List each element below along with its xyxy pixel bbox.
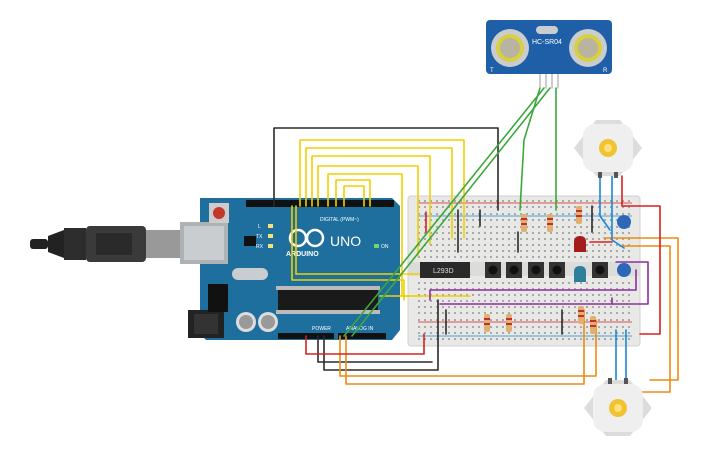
wire-yellow-7[interactable]: [343, 185, 365, 207]
wire-yellow-3[interactable]: [311, 155, 431, 245]
sensor-t-label: T: [490, 68, 494, 74]
wire-orange-2[interactable]: [339, 319, 597, 377]
wire-yellow-9[interactable]: [295, 205, 471, 275]
wire-green-trig[interactable]: [343, 87, 545, 337]
on-label: ON: [381, 244, 389, 250]
led-icon[interactable]: [574, 266, 586, 282]
resistor-5[interactable]: [506, 314, 512, 332]
dc-motor-icon[interactable]: [574, 120, 642, 178]
hc-sr04-sensor[interactable]: HC-SR04 T R: [486, 20, 612, 74]
pushbutton-icon[interactable]: [506, 262, 522, 278]
resistor-2[interactable]: [547, 214, 553, 232]
wire-green-gnd[interactable]: [519, 87, 541, 211]
wire-orange-1[interactable]: [345, 309, 585, 385]
digital-header: [246, 200, 394, 207]
resistor-7[interactable]: [590, 316, 596, 334]
analog-header: [338, 333, 386, 339]
wire-blue-motor-1[interactable]: [599, 175, 611, 231]
wire-red-motor[interactable]: [621, 175, 661, 335]
resistor-4[interactable]: [484, 314, 490, 332]
pushbutton-icon[interactable]: [485, 262, 501, 278]
wire-yellow-8[interactable]: [291, 205, 405, 301]
wire-yellow-1[interactable]: [299, 139, 465, 239]
resistor-6[interactable]: [578, 306, 584, 324]
pushbutton-icon[interactable]: [549, 262, 565, 278]
chip-label: L293D: [433, 268, 454, 275]
led-rx-label: RX: [256, 244, 264, 250]
resistor-3[interactable]: [576, 206, 582, 224]
wire-green-echo[interactable]: [351, 87, 551, 337]
atmega-chip: [278, 290, 378, 310]
wire-blue-motor-2[interactable]: [611, 175, 625, 249]
wire-black-gnd-2[interactable]: [323, 299, 439, 371]
wire-black-gnd-3[interactable]: [317, 335, 433, 363]
model-label: UNO: [330, 233, 361, 249]
wire-black-gnd[interactable]: [273, 127, 499, 211]
dc-motor-icon[interactable]: [584, 378, 652, 436]
arduino-uno-board[interactable]: ARDUINO UNO DIGITAL (PWM~) POWER ANALOG …: [180, 198, 400, 340]
pushbutton-icon[interactable]: [528, 262, 544, 278]
capacitor-blue-1[interactable]: [617, 215, 631, 229]
wire-orange-4[interactable]: [603, 237, 679, 381]
sensor-r-label: R: [603, 68, 608, 74]
digital-label: DIGITAL (PWM~): [320, 217, 359, 223]
sensor-model-label: HC-SR04: [532, 39, 562, 46]
led-tx-label: TX: [256, 234, 263, 240]
led-icon[interactable]: [574, 236, 586, 252]
brand-label: ARDUINO: [286, 251, 319, 258]
wire-yellow-2[interactable]: [305, 147, 453, 239]
resistor-1[interactable]: [521, 214, 527, 232]
wire-purple-2[interactable]: [439, 261, 649, 305]
pushbutton-icon[interactable]: [592, 262, 608, 278]
sensor-crystal: [536, 26, 558, 34]
wire-yellow-4[interactable]: [317, 165, 419, 257]
wire-red-5v[interactable]: [305, 333, 425, 355]
analog-label: ANALOG IN: [346, 326, 374, 332]
l293d-chip[interactable]: L293D: [420, 262, 470, 278]
wire-purple-1[interactable]: [429, 269, 637, 301]
regulator: [208, 284, 228, 312]
wire-yellow-6[interactable]: [335, 179, 371, 207]
power-label: POWER: [312, 326, 331, 332]
crystal: [232, 268, 268, 280]
wire-orange-3[interactable]: [619, 245, 671, 393]
led-l-label: L: [258, 224, 261, 230]
arduino-logo-icon: [288, 228, 325, 248]
capacitor-blue-2[interactable]: [617, 263, 631, 277]
